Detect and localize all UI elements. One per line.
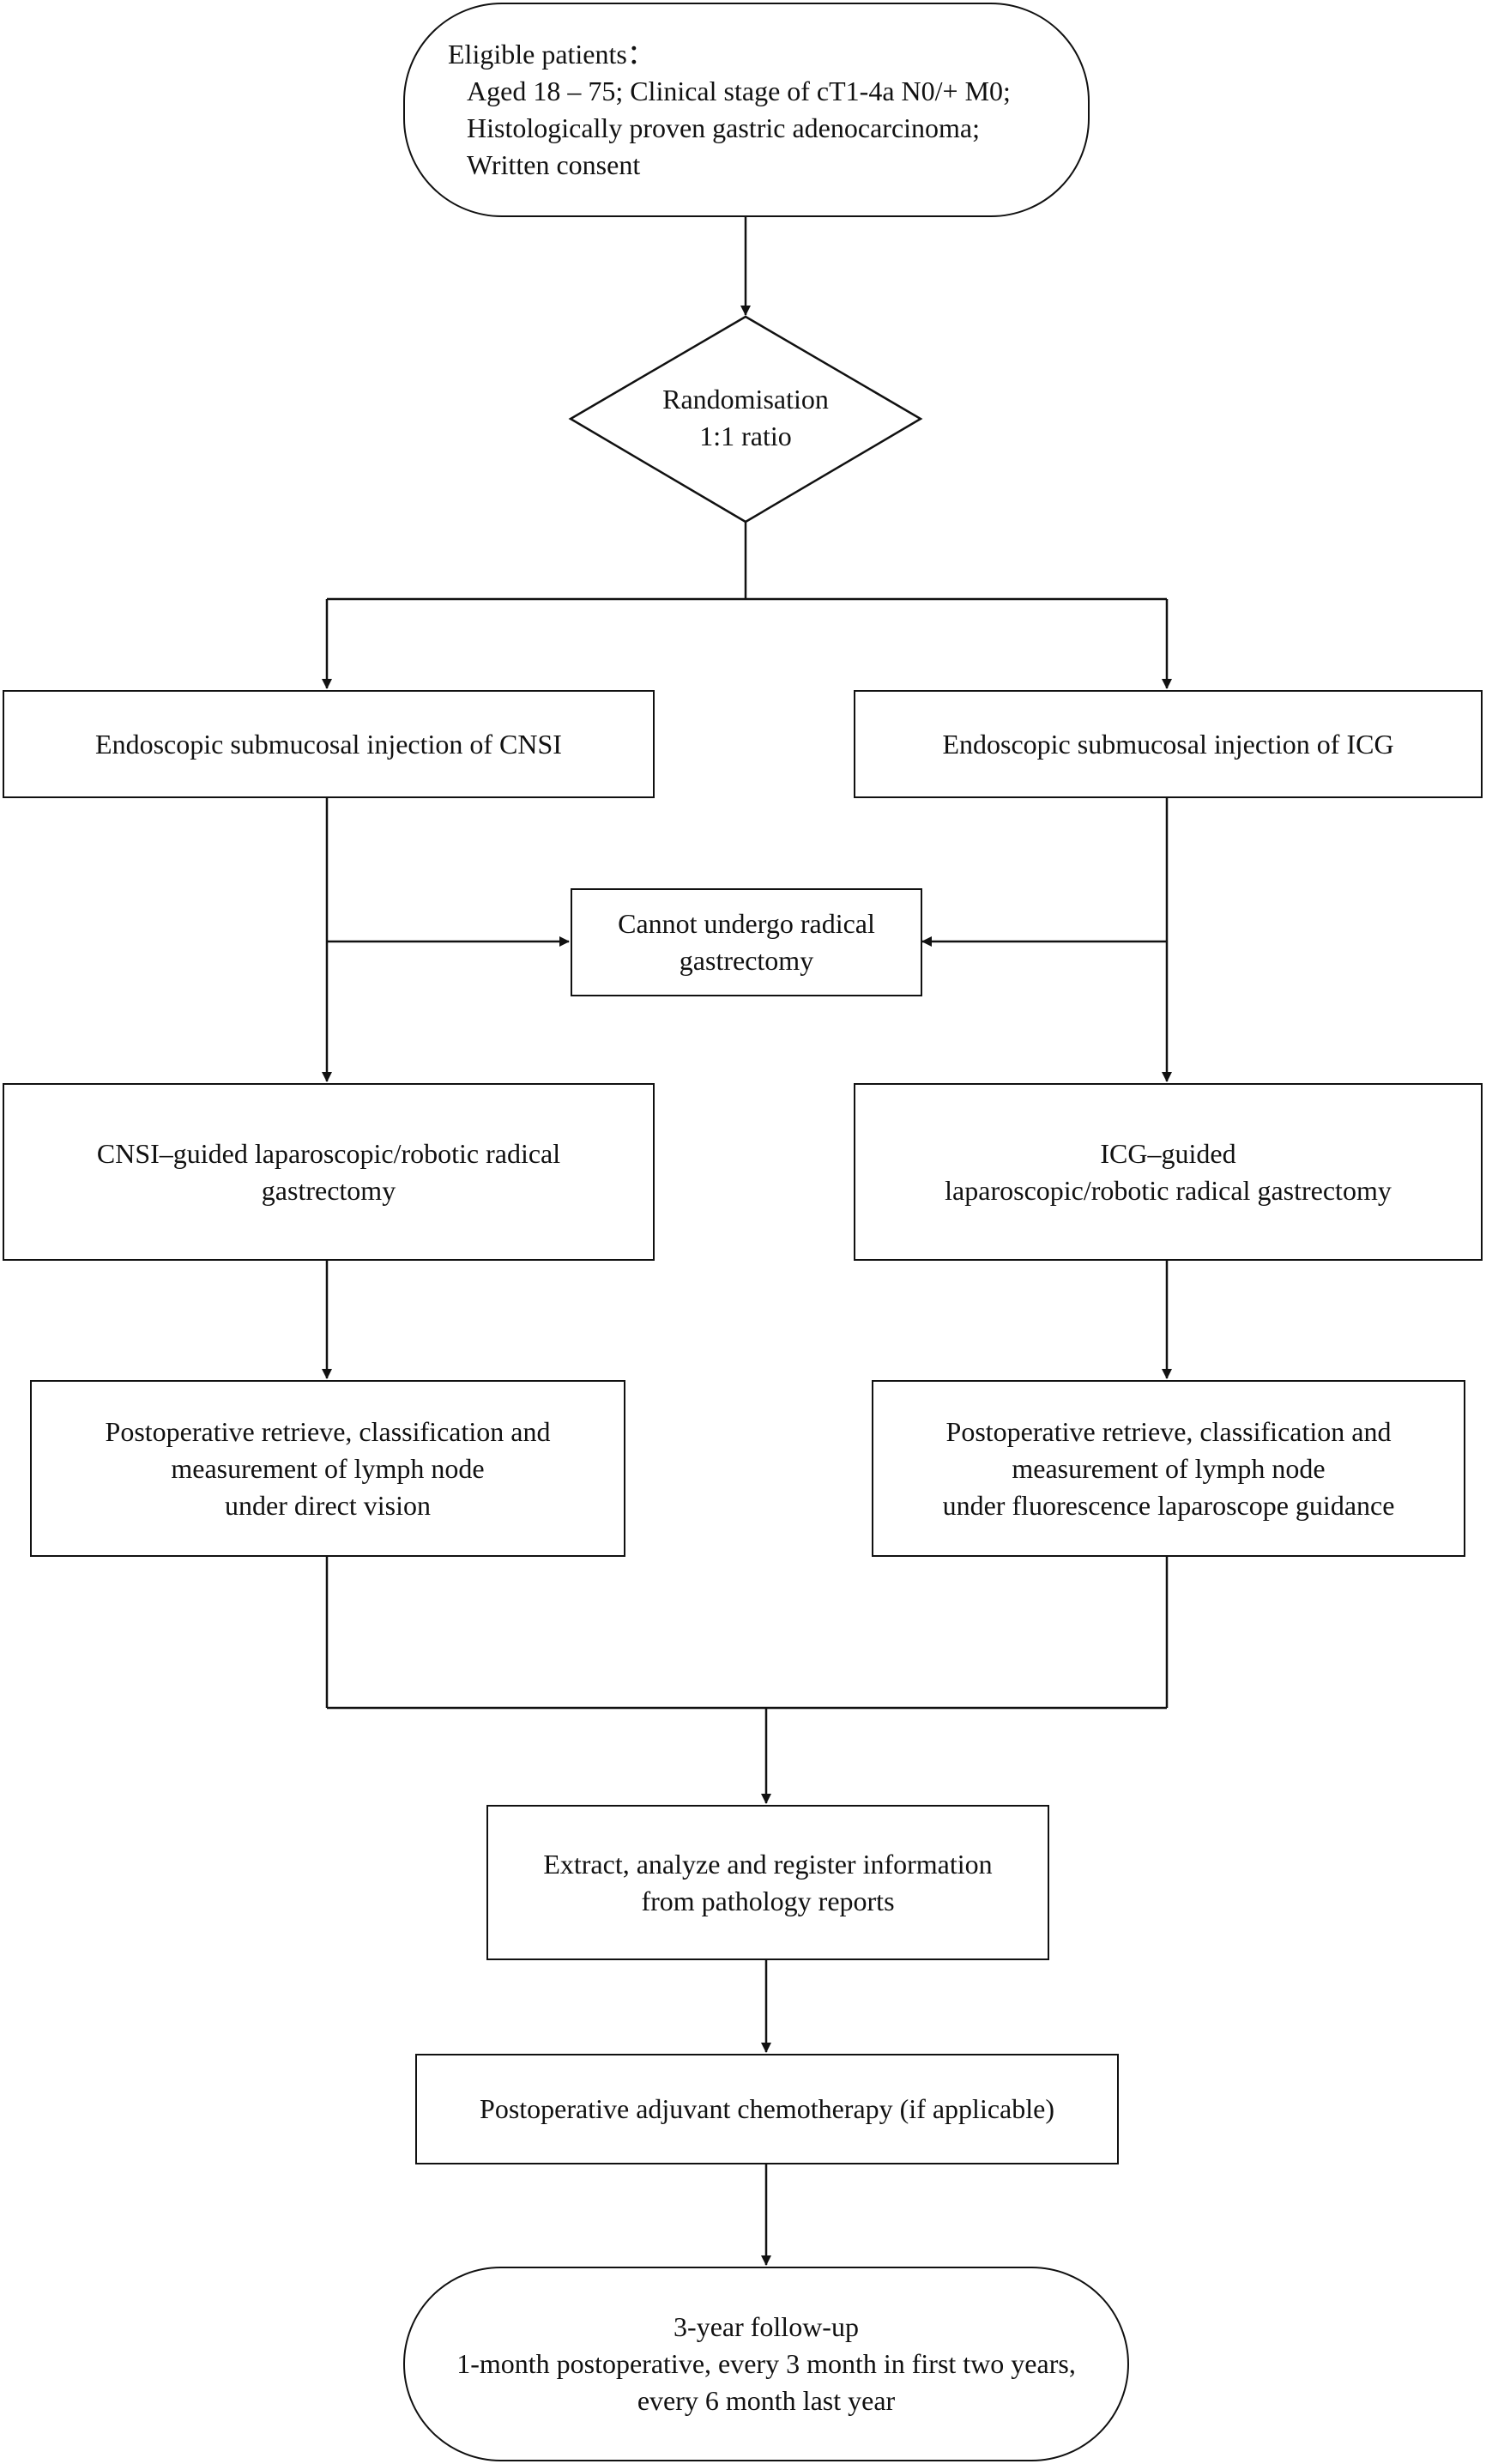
cnsi-gastrectomy-line-1: CNSI–guided laparoscopic/robotic radical <box>96 1137 561 1169</box>
cnsi-injection-box: Endoscopic submucosal injection of CNSI <box>3 690 655 798</box>
icg-gastrectomy-line-2: laparoscopic/robotic radical gastrectomy <box>945 1174 1392 1206</box>
extract-line-1: Extract, analyze and register informatio… <box>543 1848 993 1880</box>
icg-retrieve-box: Postoperative retrieve, classification a… <box>872 1380 1465 1557</box>
icg-injection-box: Endoscopic submucosal injection of ICG <box>854 690 1483 798</box>
adjuvant-chemotherapy-box: Postoperative adjuvant chemotherapy (if … <box>415 2054 1119 2164</box>
chemo-text: Postoperative adjuvant chemotherapy (if … <box>480 2093 1054 2124</box>
icg-gastrectomy-line-1: ICG–guided <box>1100 1137 1236 1169</box>
eligible-heading: Eligible patients： <box>448 39 655 70</box>
randomisation-ratio: 1:1 ratio <box>699 421 792 451</box>
followup-line-1: 3-year follow-up <box>674 2311 859 2342</box>
icg-retrieve-line-2: measurement of lymph node <box>1012 1452 1326 1484</box>
cnsi-retrieve-line-2: measurement of lymph node <box>171 1452 485 1484</box>
cnsi-retrieve-line-3: under direct vision <box>225 1489 431 1521</box>
follow-up-box: 3-year follow-up 1-month postoperative, … <box>403 2267 1129 2461</box>
cannot-undergo-line-1: Cannot undergo radical <box>618 908 875 939</box>
extract-line-2: from pathology reports <box>641 1885 895 1916</box>
randomisation-title: Randomisation <box>662 384 829 415</box>
eligible-criteria-consent: Written consent <box>467 149 641 180</box>
cnsi-gastrectomy-line-2: gastrectomy <box>261 1174 396 1206</box>
cnsi-gastrectomy-box: CNSI–guided laparoscopic/robotic radical… <box>3 1083 655 1261</box>
followup-line-2: 1-month postoperative, every 3 month in … <box>456 2348 1076 2379</box>
icg-injection-text: Endoscopic submucosal injection of ICG <box>942 728 1394 760</box>
eligible-criteria-age-stage: Aged 18 – 75; Clinical stage of cT1-4a N… <box>467 76 1011 106</box>
randomisation-label: Randomisation 1:1 ratio <box>574 381 917 455</box>
cnsi-retrieve-box: Postoperative retrieve, classification a… <box>30 1380 625 1557</box>
followup-line-3: every 6 month last year <box>637 2385 896 2416</box>
cnsi-retrieve-line-1: Postoperative retrieve, classification a… <box>105 1415 551 1447</box>
cannot-undergo-line-2: gastrectomy <box>679 945 814 976</box>
icg-gastrectomy-box: ICG–guided laparoscopic/robotic radical … <box>854 1083 1483 1261</box>
extract-register-box: Extract, analyze and register informatio… <box>486 1805 1049 1960</box>
eligible-patients-box: Eligible patients： Aged 18 – 75; Clinica… <box>403 3 1090 217</box>
icg-retrieve-line-1: Postoperative retrieve, classification a… <box>945 1415 1392 1447</box>
cannot-undergo-box: Cannot undergo radical gastrectomy <box>571 888 922 996</box>
eligible-criteria-histology: Histologically proven gastric adenocarci… <box>467 112 981 143</box>
cnsi-injection-text: Endoscopic submucosal injection of CNSI <box>95 728 562 760</box>
icg-retrieve-line-3: under fluorescence laparoscope guidance <box>942 1489 1395 1521</box>
